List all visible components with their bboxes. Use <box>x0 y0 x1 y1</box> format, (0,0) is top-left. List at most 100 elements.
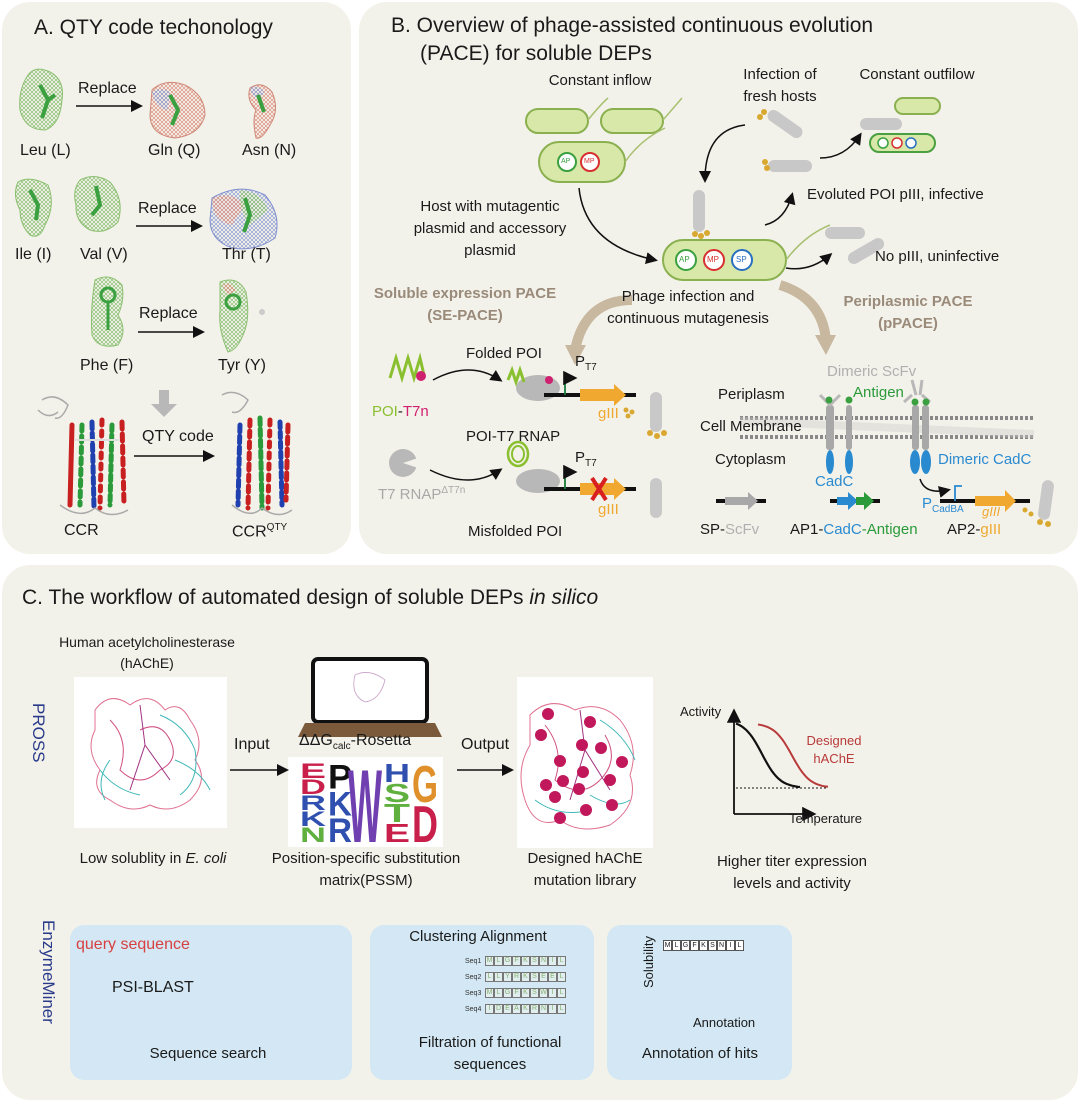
hache-protein-structure <box>90 698 211 810</box>
residue-cell: E <box>539 972 548 982</box>
se-pace-title-line2: (SE-PACE) <box>427 307 503 324</box>
annotation-residue: F <box>690 940 699 951</box>
pssm-letter-D: D <box>412 796 438 854</box>
evoluted-label: Evoluted POI pIII, infective <box>807 186 984 203</box>
mutation-dot <box>542 708 554 720</box>
uninfective-phages <box>825 227 885 264</box>
cadc-part: CadC <box>823 521 862 538</box>
mutation-dot <box>554 755 566 767</box>
ccr-qty-protein-structure <box>221 391 293 516</box>
central-sp-text: SP <box>736 255 747 264</box>
central-ap-plasmid-icon <box>675 249 697 271</box>
gln-label: Gln (Q) <box>148 142 201 159</box>
annotation-axis-label: Annotation <box>693 1015 756 1030</box>
poi-part: POI <box>372 403 398 420</box>
sp-part: SP- <box>700 521 726 538</box>
residue-cell: D <box>494 1004 503 1014</box>
mutation-dot <box>554 812 566 824</box>
misfolded-output-phage <box>650 478 662 518</box>
sequence-name: Seq1 <box>465 957 482 965</box>
residue-cell: I <box>485 1004 494 1014</box>
thr-label: Thr (T) <box>222 246 271 263</box>
ppace-curved-arrow <box>778 280 831 341</box>
residue-cell: S <box>530 972 539 982</box>
t7-subscript: T7 <box>585 362 597 373</box>
misfolding-arrow <box>429 468 503 481</box>
ppace-title-line2: (pPACE) <box>878 315 938 332</box>
designed-structure-box <box>517 677 653 848</box>
ppace-title-line1: Periplasmic PACE <box>843 293 973 310</box>
mutation-dot <box>576 739 588 751</box>
residue-cell: I <box>548 956 557 966</box>
mutation-dot <box>595 742 607 754</box>
phe-mesh-structure <box>90 276 124 347</box>
residue-cell: R <box>512 972 521 982</box>
ap2-giii-gene <box>940 485 1030 512</box>
uninfective-arrow <box>785 253 833 270</box>
ccr-qty-base: CCR <box>232 523 267 541</box>
val-label: Val (V) <box>80 246 128 263</box>
mutation-dot <box>540 779 552 791</box>
ap2-giii-label: AP2-gIII <box>947 521 1001 538</box>
asn-mesh-structure <box>248 84 276 139</box>
higher-titer-line1: Higher titer expression <box>716 853 868 870</box>
leu-mesh-structure <box>19 68 63 131</box>
inflow-ap-text: AP <box>561 158 571 165</box>
residue-cell: G <box>503 988 512 998</box>
residue-cell: K <box>521 988 530 998</box>
filtration-caption-line2: sequences <box>453 1056 527 1073</box>
ccr-qty-label: CCRQTY <box>232 522 287 542</box>
central-ap-text: AP <box>679 255 690 264</box>
pssm-letter-D: D <box>300 776 326 799</box>
annotation-residue: I <box>726 940 735 951</box>
pssm-letter-K: K <box>328 785 352 823</box>
ccr-label: CCR <box>64 522 99 539</box>
p-cadba-label: PCadBA <box>922 495 964 516</box>
outflow-cells <box>860 97 941 153</box>
poi-t7n-label: POI-T7n <box>372 403 429 420</box>
pssm-letter-R: R <box>300 792 326 815</box>
asn-label: Asn (N) <box>242 142 297 159</box>
cadc-activation-arrow <box>919 478 951 498</box>
val-mesh-structure <box>74 176 121 232</box>
phage-infection-line1: Phage infection and <box>621 288 755 305</box>
leu-label: Leu (L) <box>20 142 71 159</box>
residue-cell: E <box>548 972 557 982</box>
residue-cell: R <box>530 1004 539 1014</box>
infection-arrow <box>699 124 746 183</box>
cytoplasm-label: Cytoplasm <box>715 451 786 468</box>
hache-label-line2: (hAChE) <box>120 655 174 671</box>
panel-c-title: C. The workflow of automated design of s… <box>22 586 598 610</box>
p-letter: P <box>575 353 586 370</box>
infection-label-line1: Infection of <box>743 66 817 83</box>
pssm-letter-K: K <box>300 808 326 831</box>
residue-cell: F <box>512 956 521 966</box>
wild-type-curve <box>735 722 801 789</box>
misfolded-giii-gene <box>544 464 636 502</box>
t7-rnap-delta-label: T7 RNAPΔT7n <box>378 485 465 503</box>
se-pace-curved-arrow <box>570 295 633 352</box>
temperature-axis-label: Temperature <box>789 811 862 826</box>
residue-cell: I <box>548 988 557 998</box>
residue-cell: L <box>557 988 566 998</box>
folded-poi-label: Folded POI <box>466 345 542 362</box>
panel-b-title-line1: B. Overview of phage-assisted continuous… <box>391 14 874 37</box>
residue-cell: K <box>521 1004 530 1014</box>
mutation-dot <box>557 775 569 787</box>
tyr-mesh-structure <box>219 279 265 353</box>
clustering-box <box>370 925 594 1080</box>
se-pace-title-line1: Soluble expression PACE <box>373 285 557 302</box>
pt7-folded-label: PT7 <box>575 353 597 374</box>
central-mp-plasmid-icon <box>703 249 725 271</box>
sequence-search-box <box>70 925 352 1080</box>
activity-plot <box>726 708 829 822</box>
ddg-rosetta-label: ΔΔGcalc-Rosetta <box>299 732 411 753</box>
mutation-dot <box>580 804 592 816</box>
pssm-letter-T: T <box>384 798 410 828</box>
pssm-logo-box <box>288 757 443 847</box>
residue-cell: L <box>494 972 503 982</box>
activity-axis-label: Activity <box>680 704 722 719</box>
